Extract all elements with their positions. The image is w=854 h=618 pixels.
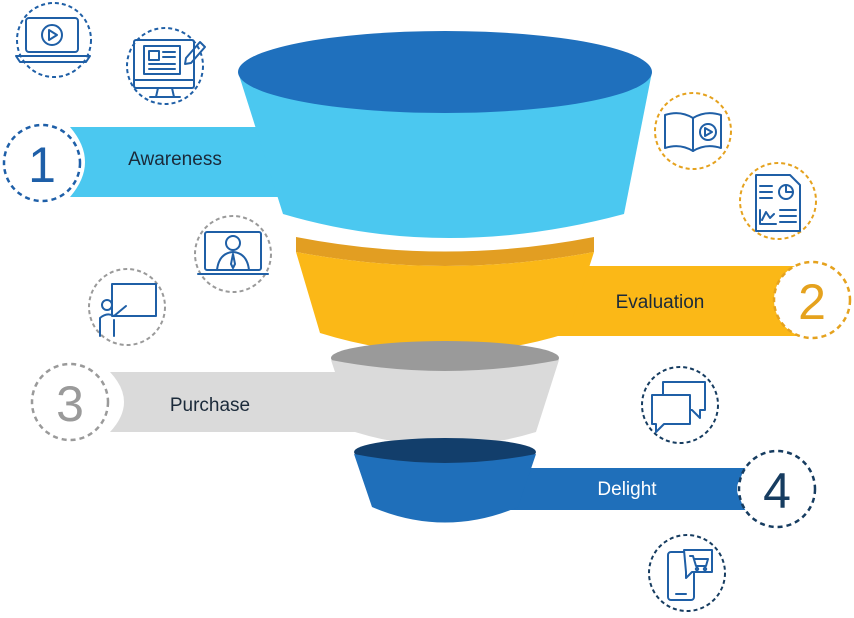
stage-1-ribbon: [70, 127, 292, 197]
stage-4-delight: Delight 4: [354, 438, 817, 529]
webinar-presenter-icon: [194, 215, 272, 293]
stage-1-number-circle: [2, 123, 82, 203]
stage-4-number-circle: [737, 449, 817, 529]
funnel-section-purchase: [331, 360, 559, 446]
stage-3-number: 3: [56, 376, 84, 432]
laptop-video-icon: [15, 2, 92, 78]
stage-4-number: 4: [763, 463, 791, 519]
presentation-board-icon: [88, 268, 166, 346]
chat-bubbles-icon: [641, 366, 719, 444]
stage-3-number-circle: [30, 362, 110, 442]
stage-4-label: Delight: [597, 479, 657, 500]
stage-1-number: 1: [28, 137, 56, 193]
stage-3-purchase: 3 Purchase: [30, 341, 559, 446]
funnel-rim-purchase: [331, 341, 559, 375]
stage-2-ribbon: [540, 266, 800, 336]
stage-2-number: 2: [798, 274, 826, 330]
stage-2-number-circle: [772, 260, 852, 340]
stage-3-label: Purchase: [170, 395, 250, 416]
stage-1-awareness: 1 Awareness: [2, 31, 652, 238]
monitor-document-icon: [126, 27, 206, 105]
report-chart-icon: [739, 162, 817, 240]
book-video-icon: [654, 92, 732, 170]
funnel-section-delight: [354, 454, 536, 523]
mobile-shopping-icon: [648, 534, 726, 612]
stage-3-ribbon: [110, 372, 380, 432]
stage-1-label: Awareness: [128, 149, 222, 170]
stage-2-label: Evaluation: [616, 292, 705, 313]
funnel-rim-evaluation: [296, 237, 594, 266]
stage-2-evaluation: Evaluation 2: [296, 237, 852, 353]
funnel-rim-delight: [354, 438, 536, 466]
stage-4-ribbon: [500, 468, 750, 510]
funnel-section-awareness: [238, 72, 652, 238]
funnel-top-opening: [238, 31, 652, 113]
funnel-section-evaluation: [296, 252, 594, 353]
